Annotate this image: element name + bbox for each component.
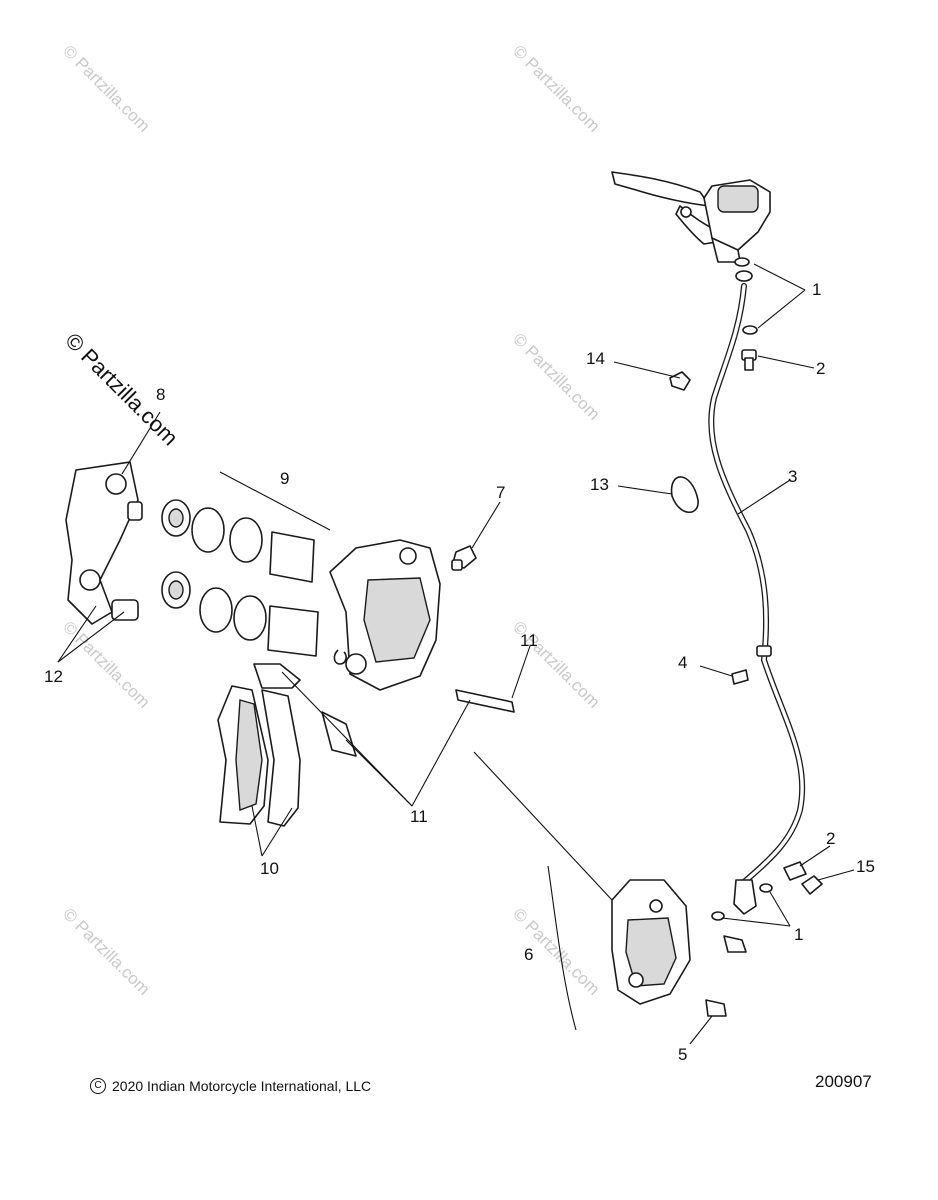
washer	[711, 911, 725, 921]
callout-label: 2	[826, 829, 835, 848]
banjo-bolt	[783, 861, 807, 881]
lower-caliper	[547, 865, 691, 1031]
callout-label: 13	[590, 475, 609, 494]
washer	[734, 257, 750, 267]
bleeder-valve	[451, 545, 477, 571]
watermark: © Partzilla.com	[59, 617, 153, 711]
retaining-clip	[333, 649, 347, 665]
callout-labels: 1 2 14 3 13 8 9 7 12 11 4 11 10 2 15 1 6…	[44, 280, 875, 1064]
callout-label: 1	[812, 280, 821, 299]
caliper-bracket	[65, 461, 143, 625]
bolt-small	[731, 669, 749, 685]
watermark: © Partzilla.com	[509, 41, 603, 135]
copyright-icon: C	[90, 1078, 106, 1094]
mounting-bolt	[723, 935, 747, 953]
mounting-bolt	[705, 999, 727, 1017]
callout-label: 4	[678, 653, 687, 672]
pad-pin	[455, 689, 515, 713]
callout-label: 6	[524, 945, 533, 964]
footer-copyright: C 2020 Indian Motorcycle International, …	[90, 1078, 371, 1094]
clip	[669, 371, 691, 391]
callout-label: 15	[856, 857, 875, 876]
bleeder-screw	[801, 875, 823, 895]
leader-lines	[57, 263, 855, 1045]
callout-label: 3	[788, 467, 797, 486]
brake-hose	[708, 270, 806, 915]
callout-label: 1	[794, 925, 803, 944]
pad-spring	[321, 711, 357, 757]
watermark: © Partzilla.com	[59, 904, 153, 998]
cable-tie	[670, 476, 699, 514]
callout-label: 7	[496, 483, 505, 502]
washer	[759, 883, 773, 893]
washer	[742, 325, 758, 335]
callout-label: 12	[44, 667, 63, 686]
callout-label: 5	[678, 1045, 687, 1064]
caliper-body	[329, 539, 441, 691]
watermark: © Partzilla.com	[59, 41, 153, 135]
banjo-bolt	[741, 349, 757, 371]
callout-label: 8	[156, 385, 165, 404]
master-cylinder	[611, 171, 771, 263]
callout-label: 9	[280, 469, 289, 488]
brake-pads	[217, 685, 301, 827]
callout-label: 10	[260, 859, 279, 878]
pad-spring	[253, 663, 301, 689]
copyright-text: 2020 Indian Motorcycle International, LL…	[112, 1078, 372, 1094]
piston-set	[161, 471, 331, 657]
callout-label: 11	[410, 807, 428, 826]
callout-label: 2	[816, 359, 825, 378]
diagram-number: 200907	[815, 1072, 872, 1091]
watermark: © Partzilla.com	[509, 329, 603, 423]
callout-label: 14	[586, 349, 605, 368]
callout-label: 11	[520, 631, 538, 650]
